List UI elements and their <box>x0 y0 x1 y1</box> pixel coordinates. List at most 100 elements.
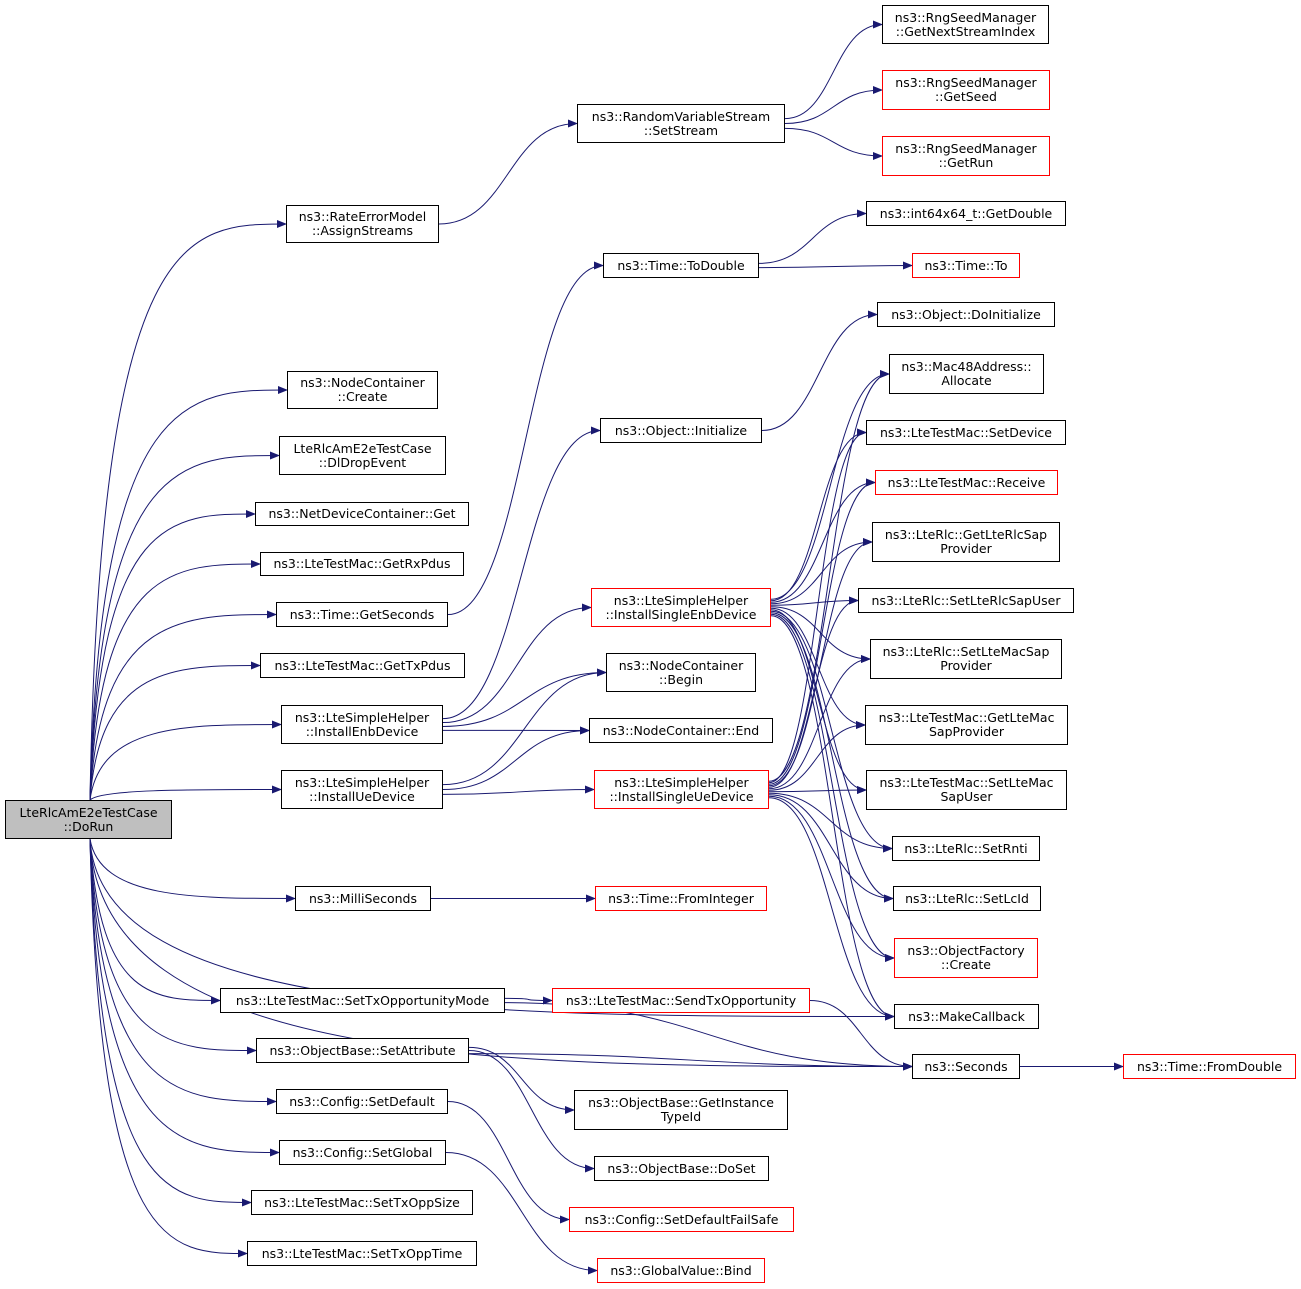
node-config-setdefault[interactable]: ns3::Config::SetDefault <box>276 1089 448 1114</box>
node-nodecontainer-end[interactable]: ns3::NodeContainer::End <box>589 718 773 743</box>
node-ltetestmac-gettxpdus[interactable]: ns3::LteTestMac::GetTxPdus <box>260 653 465 678</box>
node-netdevicecontainer-get[interactable]: ns3::NetDeviceContainer::Get <box>255 502 469 526</box>
edge-setAttribute-doSet <box>468 1050 595 1173</box>
node-rateerrormodel-assignstreams[interactable]: ns3::RateErrorModel ::AssignStreams <box>286 205 439 243</box>
node-ltetestmac-setltemacsapuser[interactable]: ns3::LteTestMac::SetLteMac SapUser <box>866 770 1067 810</box>
node-nodecontainer-begin[interactable]: ns3::NodeContainer ::Begin <box>606 653 756 692</box>
edge-installSingleUe-setLteMacSapUser <box>768 786 867 795</box>
edge-doRun-setAttribute <box>89 838 257 1055</box>
node-rngseedmanager-getseed[interactable]: ns3::RngSeedManager ::GetSeed <box>882 70 1050 110</box>
edge-installEnb-objInitialize <box>442 426 601 720</box>
node-object-initialize[interactable]: ns3::Object::Initialize <box>600 418 762 443</box>
edge-installSingleUe-makeCallback <box>768 797 895 1021</box>
node-randomvariablestream-setstream[interactable]: ns3::RandomVariableStream ::SetStream <box>577 104 785 143</box>
node-time-to[interactable]: ns3::Time::To <box>912 253 1020 278</box>
edge-doRun-cfgSetGlobal <box>89 838 280 1157</box>
edge-cfgSetDefault-setDefaultFailSafe <box>447 1101 570 1224</box>
edge-installEnb-ncBegin <box>442 668 607 727</box>
node-ltesimplehelper-installsingleuedevice[interactable]: ns3::LteSimpleHelper ::InstallSingleUeDe… <box>594 770 769 809</box>
node-objectbase-doset[interactable]: ns3::ObjectBase::DoSet <box>594 1156 769 1181</box>
edge-installSingleEnb-getLteRlcSapProvider <box>770 538 873 605</box>
edge-doRun-ndcGet <box>89 510 256 801</box>
node-globalvalue-bind[interactable]: ns3::GlobalValue::Bind <box>597 1258 765 1283</box>
edge-installSingleUe-objFactoryCreate <box>768 795 895 962</box>
edge-timeToDouble-int64GetDouble <box>758 209 867 264</box>
edge-rvsSetStream-getSeed <box>784 86 883 124</box>
node-ltetestmac-getrxpdus[interactable]: ns3::LteTestMac::GetRxPdus <box>260 552 464 576</box>
node-milliseconds[interactable]: ns3::MilliSeconds <box>295 886 431 911</box>
node-lterlcame2etestcase-dldropevent[interactable]: LteRlcAmE2eTestCase ::DlDropEvent <box>279 436 446 475</box>
edge-installEnb-installSingleEnb <box>442 603 592 724</box>
edge-installSingleEnb-macAllocate <box>770 370 890 600</box>
node-ltetestmac-sendtxopportunity[interactable]: ns3::LteTestMac::SendTxOpportunity <box>552 988 810 1013</box>
edge-objInitialize-doInitialize <box>761 310 878 431</box>
edge-installSingleEnb-setRnti <box>770 610 893 853</box>
node-lterlc-setlterlcsapuser[interactable]: ns3::LteRlc::SetLteRlcSapUser <box>858 588 1074 613</box>
node-ltesimplehelper-installuedevice[interactable]: ns3::LteSimpleHelper ::InstallUeDevice <box>281 770 443 809</box>
node-seconds[interactable]: ns3::Seconds <box>912 1054 1020 1079</box>
node-time-fromdouble[interactable]: ns3::Time::FromDouble <box>1123 1054 1296 1079</box>
node-config-setdefaultfailsafe[interactable]: ns3::Config::SetDefaultFailSafe <box>569 1207 794 1232</box>
node-mac48address-allocate[interactable]: ns3::Mac48Address:: Allocate <box>889 354 1044 394</box>
node-objectbase-getinstancetypeid[interactable]: ns3::ObjectBase::GetInstance TypeId <box>574 1090 788 1130</box>
node-makecallback[interactable]: ns3::MakeCallback <box>894 1004 1039 1029</box>
node-int64x64-getdouble[interactable]: ns3::int64x64_t::GetDouble <box>866 201 1066 226</box>
node-ltetestmac-settxopptime[interactable]: ns3::LteTestMac::SetTxOppTime <box>247 1241 477 1266</box>
edge-sendTxOpp-seconds <box>809 1000 913 1071</box>
node-object-doinitialize[interactable]: ns3::Object::DoInitialize <box>877 302 1055 327</box>
node-nodecontainer-create[interactable]: ns3::NodeContainer ::Create <box>287 371 438 409</box>
edge-installSingleUe-setLcId <box>768 794 894 903</box>
edge-installSingleEnb-setLteRlcSapUser <box>770 596 859 606</box>
node-time-todouble[interactable]: ns3::Time::ToDouble <box>603 253 759 278</box>
edge-installSingleUe-macReceive <box>768 478 876 785</box>
node-ltetestmac-receive[interactable]: ns3::LteTestMac::Receive <box>875 470 1058 495</box>
edge-rvsSetStream-getNextStreamIndex <box>784 20 883 120</box>
edge-doRun-dlDrop <box>89 451 280 801</box>
edge-installSingleEnb-macReceive <box>770 478 876 603</box>
edge-doRun-setTxOppMode <box>89 838 221 1005</box>
edge-installUe-installSingleUe <box>442 785 595 795</box>
edge-setAttribute-getInstanceTypeId <box>468 1046 575 1114</box>
edge-installSingleUe-setRnti <box>768 792 893 853</box>
edge-installUe-ncEnd <box>442 726 590 790</box>
node-lterlc-getlterlcsapprovider[interactable]: ns3::LteRlc::GetLteRlcSap Provider <box>872 522 1060 562</box>
node-ltetestmac-settxoppsize[interactable]: ns3::LteTestMac::SetTxOppSize <box>251 1190 473 1215</box>
edge-installUe-ncBegin <box>442 668 607 786</box>
edge-doRun-installEnb <box>89 720 282 801</box>
edge-rvsSetStream-getRun <box>784 127 883 160</box>
edge-doRun-setTxOppSize <box>89 838 252 1207</box>
edge-installSingleUe-macSetDevice <box>768 428 867 784</box>
node-time-getseconds[interactable]: ns3::Time::GetSeconds <box>276 602 448 627</box>
node-objectfactory-create[interactable]: ns3::ObjectFactory ::Create <box>894 938 1038 978</box>
node-rngseedmanager-getnextstreamindex[interactable]: ns3::RngSeedManager ::GetNextStreamIndex <box>882 5 1049 44</box>
node-ltetestmac-getltemacsapprovider[interactable]: ns3::LteTestMac::GetLteMac SapProvider <box>865 705 1068 745</box>
node-ltesimplehelper-installsingleenbdevice[interactable]: ns3::LteSimpleHelper ::InstallSingleEnbD… <box>591 588 771 627</box>
edge-installSingleUe-getLteMacSapProvider <box>768 721 866 791</box>
node-config-setglobal[interactable]: ns3::Config::SetGlobal <box>279 1140 446 1165</box>
edge-doRun-setTxOppTime <box>89 838 248 1258</box>
node-ltetestmac-setdevice[interactable]: ns3::LteTestMac::SetDevice <box>866 420 1066 445</box>
edge-getSeconds-timeToDouble <box>447 261 604 615</box>
edge-assignStreams-rvsSetStream <box>438 119 578 225</box>
edge-doRun-milliSeconds <box>89 838 296 903</box>
node-objectbase-setattribute[interactable]: ns3::ObjectBase::SetAttribute <box>256 1038 469 1063</box>
node-ltesimplehelper-installenbdevice[interactable]: ns3::LteSimpleHelper ::InstallEnbDevice <box>281 705 443 744</box>
node-lterlc-setrnti[interactable]: ns3::LteRlc::SetRnti <box>892 836 1040 861</box>
node-time-frominteger[interactable]: ns3::Time::FromInteger <box>595 886 767 911</box>
edge-doRun-seconds <box>89 838 913 1071</box>
node-lterlc-setlcid[interactable]: ns3::LteRlc::SetLcId <box>893 886 1041 911</box>
node-ltetestmac-settxopportunitymode[interactable]: ns3::LteTestMac::SetTxOpportunityMode <box>220 988 505 1013</box>
edge-doRun-assignStreams <box>89 220 287 801</box>
node-rngseedmanager-getrun[interactable]: ns3::RngSeedManager ::GetRun <box>882 136 1050 176</box>
edge-installSingleEnb-setLteMacSapUser <box>770 609 867 794</box>
node-lterlcame2etestcase-dorun[interactable]: LteRlcAmE2eTestCase ::DoRun <box>5 800 172 839</box>
node-lterlc-setltemacsapprovider[interactable]: ns3::LteRlc::SetLteMacSap Provider <box>870 639 1062 679</box>
edge-installSingleEnb-makeCallback <box>770 615 895 1021</box>
edge-installSingleUe-setLteMacSapProvider <box>768 655 871 790</box>
edge-installSingleUe-setLteRlcSapUser <box>768 596 859 788</box>
edge-cfgSetGlobal-gvBind <box>445 1152 598 1275</box>
edge-installSingleEnb-setLcId <box>770 612 894 903</box>
edge-setAttribute-seconds <box>468 1053 913 1071</box>
